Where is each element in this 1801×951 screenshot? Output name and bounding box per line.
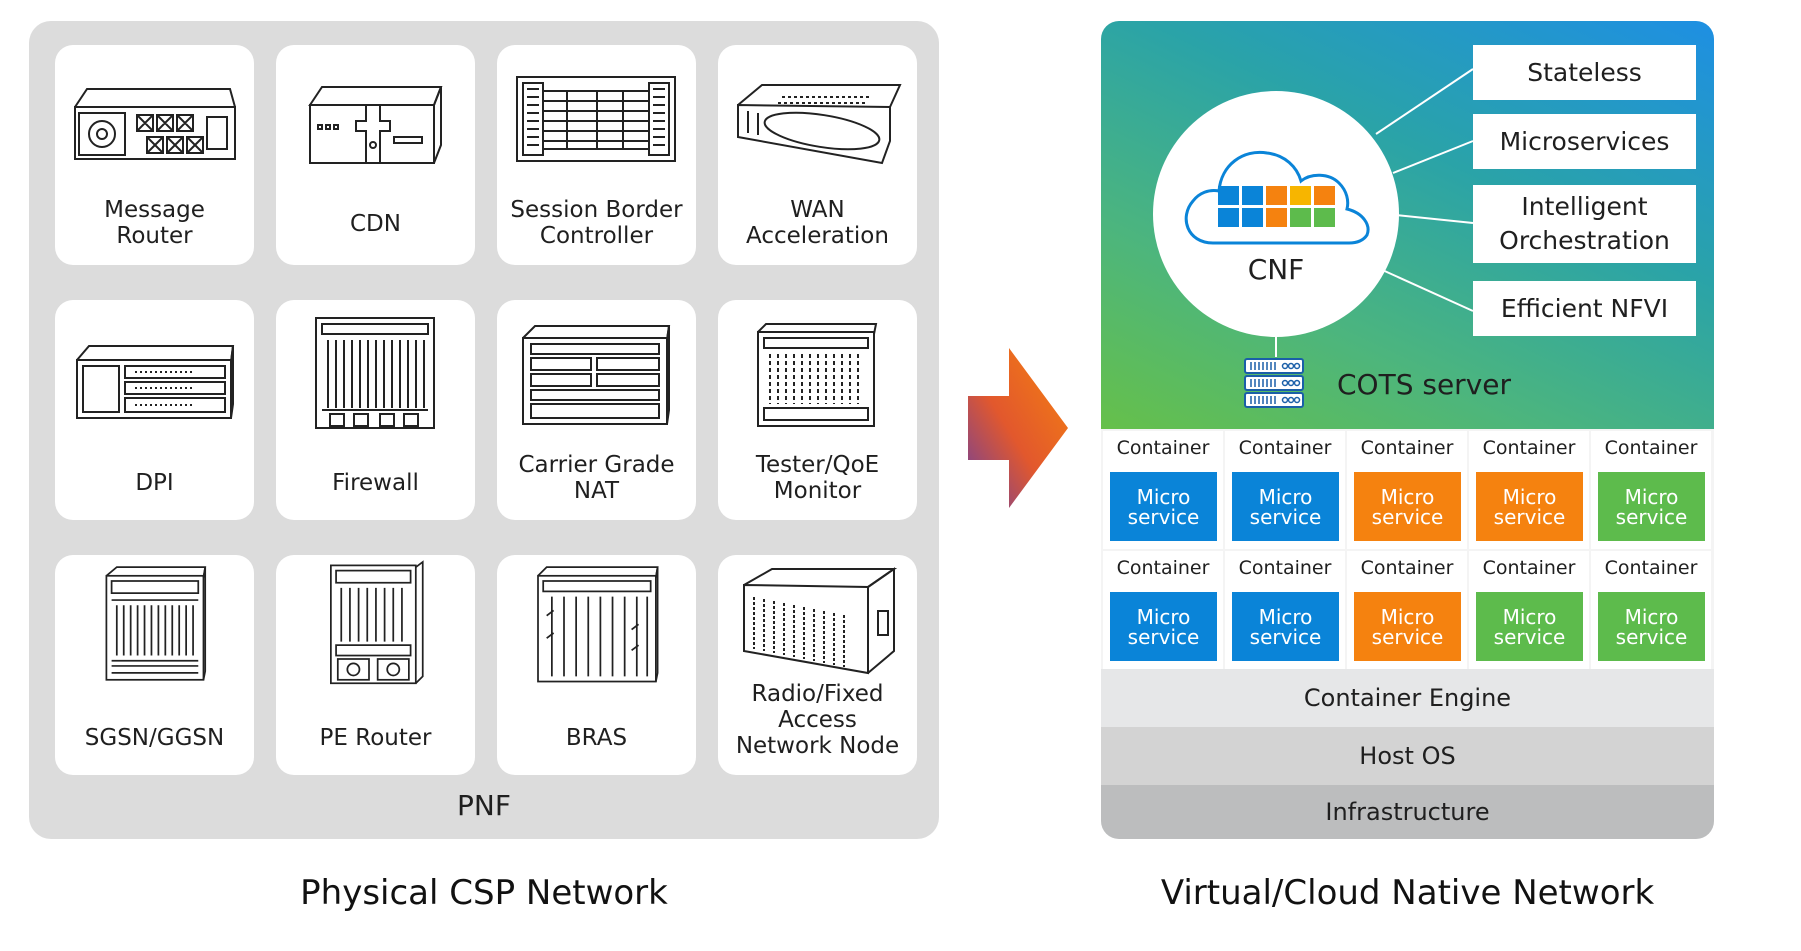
microservice-box: Micro service	[1598, 592, 1705, 661]
layer-host-os: Host OS	[1101, 727, 1714, 785]
container-label: Container	[1360, 557, 1454, 579]
device-card-session-border-controller: Session Border Controller	[497, 45, 696, 265]
microservice-box: Micro service	[1476, 592, 1583, 661]
device-card-pe-router: PE Router	[276, 555, 475, 775]
device-card-carrier-grade-nat: Carrier Grade NAT	[497, 300, 696, 520]
microservice-box: Micro service	[1110, 472, 1217, 541]
device-label: Radio/Fixed Access Network Node	[735, 681, 900, 759]
cloud-tile	[1242, 208, 1263, 227]
cots-server-label: COTS server	[1337, 368, 1512, 401]
layer-container-engine: Container Engine	[1101, 669, 1714, 727]
pnf-panel: Message Router CDN	[29, 21, 939, 839]
cloud-network-caption: Virtual/Cloud Native Network	[1160, 873, 1655, 913]
device-card-bras: BRAS	[497, 555, 696, 775]
cloud-tile	[1314, 208, 1335, 227]
device-card-message-router: Message Router	[55, 45, 254, 265]
feature-connectors	[1275, 68, 1474, 357]
dpi-icon	[76, 345, 235, 419]
pnf-label: PNF	[457, 789, 511, 822]
feature-stateless: Stateless	[1473, 45, 1696, 100]
carrier-grade-nat-icon	[522, 325, 671, 425]
bras-icon	[537, 566, 659, 683]
container-label: Container	[1238, 557, 1332, 579]
device-label: Carrier Grade NAT	[518, 452, 675, 504]
transition-arrow	[968, 348, 1068, 508]
container-label: Container	[1604, 437, 1698, 459]
microservice-box: Micro service	[1110, 592, 1217, 661]
cloud-tile	[1266, 208, 1287, 227]
container-label: Container	[1482, 437, 1576, 459]
device-label: Session Border Controller	[510, 197, 683, 249]
cnf-title: CNF	[1247, 253, 1305, 286]
firewall-icon	[315, 317, 435, 429]
cdn-icon	[308, 86, 443, 164]
cloud-tile	[1290, 208, 1311, 227]
cnf-gradient-area: CNF Stateless Microservices Intelligent …	[1101, 21, 1714, 429]
cloud-tile	[1290, 186, 1311, 205]
container-label: Container	[1116, 437, 1210, 459]
device-label: CDN	[350, 211, 401, 237]
cnf-panel: CNF Stateless Microservices Intelligent …	[1101, 21, 1714, 839]
container-label: Container	[1116, 557, 1210, 579]
device-label: Tester/QoE Monitor	[755, 452, 880, 504]
device-card-firewall: Firewall	[276, 300, 475, 520]
device-label: BRAS	[565, 725, 628, 751]
device-card-wan-acceleration: WAN Acceleration	[718, 45, 917, 265]
cloud-tile	[1218, 208, 1239, 227]
message-router-icon	[74, 88, 236, 160]
microservice-box: Micro service	[1232, 592, 1339, 661]
feature-efficient-nfvi: Efficient NFVI	[1473, 281, 1696, 336]
device-label: PE Router	[319, 725, 432, 751]
device-label: WAN Acceleration	[746, 197, 889, 249]
device-card-tester-qoe-monitor: Tester/QoE Monitor	[718, 300, 917, 520]
wan-acceleration-icon	[737, 84, 902, 165]
container-label: Container	[1360, 437, 1454, 459]
device-label: Message Router	[104, 197, 205, 249]
cloud-tile	[1266, 186, 1287, 205]
server-icon	[1244, 358, 1304, 408]
device-card-dpi: DPI	[55, 300, 254, 520]
layer-infrastructure: Infrastructure	[1101, 785, 1714, 839]
container-label: Container	[1604, 557, 1698, 579]
device-card-cdn: CDN	[276, 45, 475, 265]
feature-intelligent-orchestration: Intelligent Orchestration	[1473, 185, 1696, 263]
microservice-box: Micro service	[1476, 472, 1583, 541]
session-border-controller-icon	[516, 76, 676, 162]
tester-qoe-monitor-icon	[757, 323, 878, 427]
device-label: DPI	[135, 470, 174, 496]
cloud-tiles	[1218, 186, 1335, 227]
radio-fixed-access-node-icon	[743, 567, 898, 675]
cloud-tile	[1242, 186, 1263, 205]
microservice-box: Micro service	[1598, 472, 1705, 541]
container-label: Container	[1482, 557, 1576, 579]
feature-microservices: Microservices	[1473, 114, 1696, 169]
sgsn-ggsn-icon	[105, 566, 207, 681]
cloud-tile	[1218, 186, 1239, 205]
device-card-sgsn-ggsn: SGSN/GGSN	[55, 555, 254, 775]
device-card-radio-fixed-access-node: Radio/Fixed Access Network Node	[718, 555, 917, 775]
microservice-box: Micro service	[1354, 592, 1461, 661]
cloud-tile	[1314, 186, 1335, 205]
microservice-box: Micro service	[1232, 472, 1339, 541]
microservice-box: Micro service	[1354, 472, 1461, 541]
device-label: SGSN/GGSN	[84, 725, 225, 751]
physical-network-caption: Physical CSP Network	[300, 873, 668, 913]
container-label: Container	[1238, 437, 1332, 459]
device-label: Firewall	[332, 470, 419, 496]
pe-router-icon	[330, 560, 424, 685]
